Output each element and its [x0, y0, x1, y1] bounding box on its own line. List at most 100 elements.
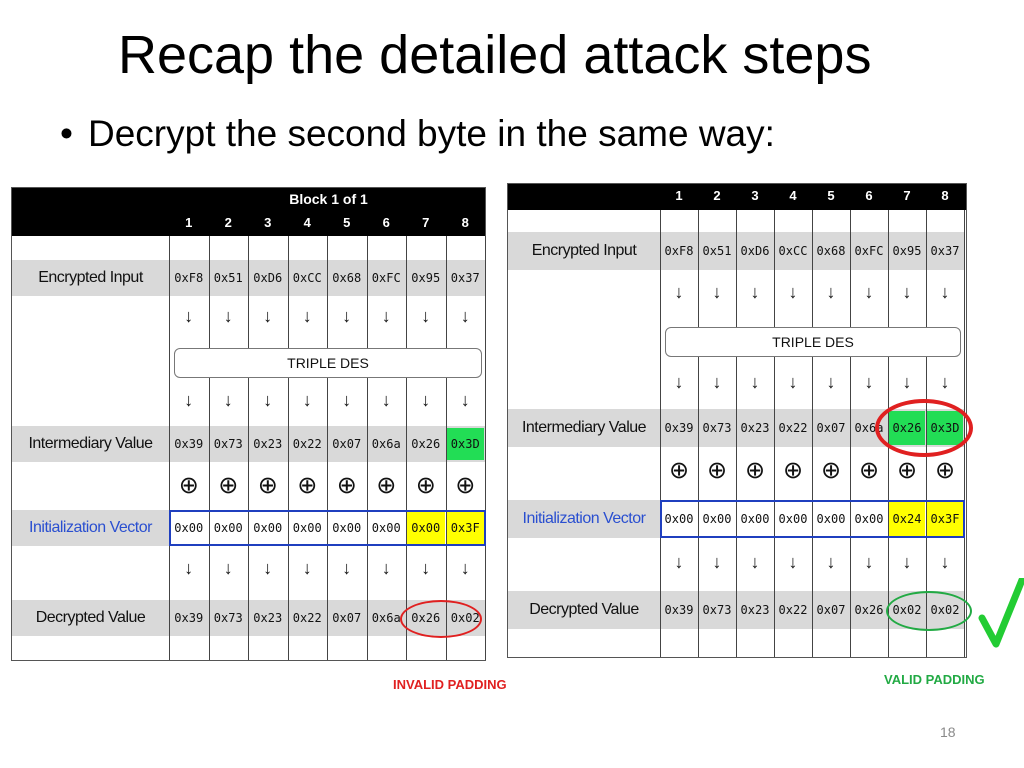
down-arrow-icon: ↓: [302, 558, 312, 578]
down-arrow-icon: ↓: [864, 552, 874, 572]
iv-byte: 0x00: [816, 512, 846, 526]
decrypted-byte: 0x39: [664, 603, 694, 617]
intermediary-byte: 0x39: [664, 421, 694, 435]
down-arrow-icon: ↓: [421, 390, 431, 410]
encrypted-byte: 0x68: [332, 271, 362, 285]
intermediary-byte: 0x22: [778, 421, 808, 435]
xor-icon: ⊕: [257, 472, 278, 499]
row-band: [12, 260, 169, 296]
table-header: [12, 188, 485, 236]
column-number: 6: [865, 188, 873, 203]
column-divider: [248, 236, 249, 660]
decrypted-value-label: Decrypted Value: [35, 609, 146, 626]
down-arrow-icon: ↓: [381, 306, 391, 326]
decrypted-byte: 0x07: [816, 603, 846, 617]
column-divider: [774, 210, 775, 657]
down-arrow-icon: ↓: [342, 306, 352, 326]
row-band: [508, 232, 660, 270]
intermediary-byte: 0x6a: [371, 437, 401, 451]
valid-padding-label: VALID PADDING: [884, 672, 985, 687]
down-arrow-icon: ↓: [263, 306, 273, 326]
down-arrow-icon: ↓: [940, 552, 950, 572]
column-number: 7: [422, 215, 430, 230]
initialization-vector-row-box: [660, 500, 965, 538]
column-number: 8: [461, 215, 469, 230]
down-arrow-icon: ↓: [460, 558, 470, 578]
column-divider: [812, 210, 813, 657]
iv-byte: 0x00: [213, 521, 243, 535]
encrypted-byte: 0x95: [892, 244, 922, 258]
column-number: 4: [789, 188, 797, 203]
encrypted-byte: 0xF8: [664, 244, 694, 258]
xor-icon: ⊕: [376, 472, 397, 499]
bullet-dot-icon: •: [60, 113, 73, 154]
encrypted-byte: 0x51: [213, 271, 243, 285]
down-arrow-icon: ↓: [674, 552, 684, 572]
decrypted-bytes-ring: [400, 600, 482, 638]
encrypted-byte: 0xD6: [740, 244, 770, 258]
column-number: 6: [382, 215, 390, 230]
row-band: [12, 426, 169, 462]
down-arrow-icon: ↓: [184, 390, 194, 410]
iv-byte: 0x00: [778, 512, 808, 526]
iv-byte: 0x3F: [927, 502, 963, 536]
column-divider: [445, 236, 447, 660]
encrypted-byte: 0x37: [930, 244, 960, 258]
down-arrow-icon: ↓: [674, 282, 684, 302]
down-arrow-icon: ↓: [864, 282, 874, 302]
bullet-item: •Decrypt the second byte in the same way…: [60, 110, 775, 158]
decrypted-byte: 0x73: [213, 611, 243, 625]
column-number: 8: [941, 188, 949, 203]
column-divider: [327, 236, 328, 660]
intermediary-byte: 0x23: [740, 421, 770, 435]
down-arrow-icon: ↓: [826, 282, 836, 302]
decrypted-byte: 0x22: [778, 603, 808, 617]
xor-icon: ⊕: [668, 457, 690, 484]
intermediary-value-label: Intermediary Value: [28, 435, 153, 452]
encrypted-byte: 0x51: [702, 244, 732, 258]
down-arrow-icon: ↓: [381, 390, 391, 410]
xor-icon: ⊕: [744, 457, 766, 484]
intermediary-byte: 0x73: [213, 437, 243, 451]
decrypted-byte: 0x6a: [371, 611, 401, 625]
encrypted-byte: 0xFC: [854, 244, 884, 258]
intermediary-byte: 0x07: [816, 421, 846, 435]
xor-icon: ⊕: [336, 472, 357, 499]
down-arrow-icon: ↓: [902, 282, 912, 302]
down-arrow-icon: ↓: [864, 372, 874, 392]
down-arrow-icon: ↓: [381, 558, 391, 578]
iv-byte: 0x00: [332, 521, 362, 535]
down-arrow-icon: ↓: [940, 372, 950, 392]
down-arrow-icon: ↓: [902, 552, 912, 572]
intermediary-byte: 0x07: [332, 437, 362, 451]
intermediary-byte: 0x39: [174, 437, 204, 451]
column-number: 2: [224, 215, 232, 230]
column-number: 1: [185, 215, 193, 230]
iv-byte: 0x00: [740, 512, 770, 526]
down-arrow-icon: ↓: [302, 390, 312, 410]
initialization-vector-row-box: [169, 510, 486, 546]
triple-des-box: TRIPLE DES: [174, 348, 482, 378]
triple-des-box: TRIPLE DES: [665, 327, 961, 357]
down-arrow-icon: ↓: [460, 306, 470, 326]
down-arrow-icon: ↓: [674, 372, 684, 392]
down-arrow-icon: ↓: [750, 282, 760, 302]
column-number: 4: [303, 215, 311, 230]
down-arrow-icon: ↓: [223, 306, 233, 326]
encrypted-byte: 0xD6: [253, 271, 283, 285]
row-band: [12, 600, 169, 636]
xor-icon: ⊕: [934, 457, 956, 484]
down-arrow-icon: ↓: [223, 390, 233, 410]
down-arrow-icon: ↓: [223, 558, 233, 578]
column-divider: [698, 210, 699, 657]
column-number: 3: [264, 215, 272, 230]
decrypted-byte: 0x39: [174, 611, 204, 625]
check-mark-icon: [978, 578, 1024, 648]
xor-icon: ⊕: [820, 457, 842, 484]
xor-icon: ⊕: [178, 472, 199, 499]
xor-icon: ⊕: [858, 457, 880, 484]
down-arrow-icon: ↓: [421, 558, 431, 578]
decrypted-bytes-ring: [886, 591, 972, 631]
table-header: [508, 184, 966, 210]
